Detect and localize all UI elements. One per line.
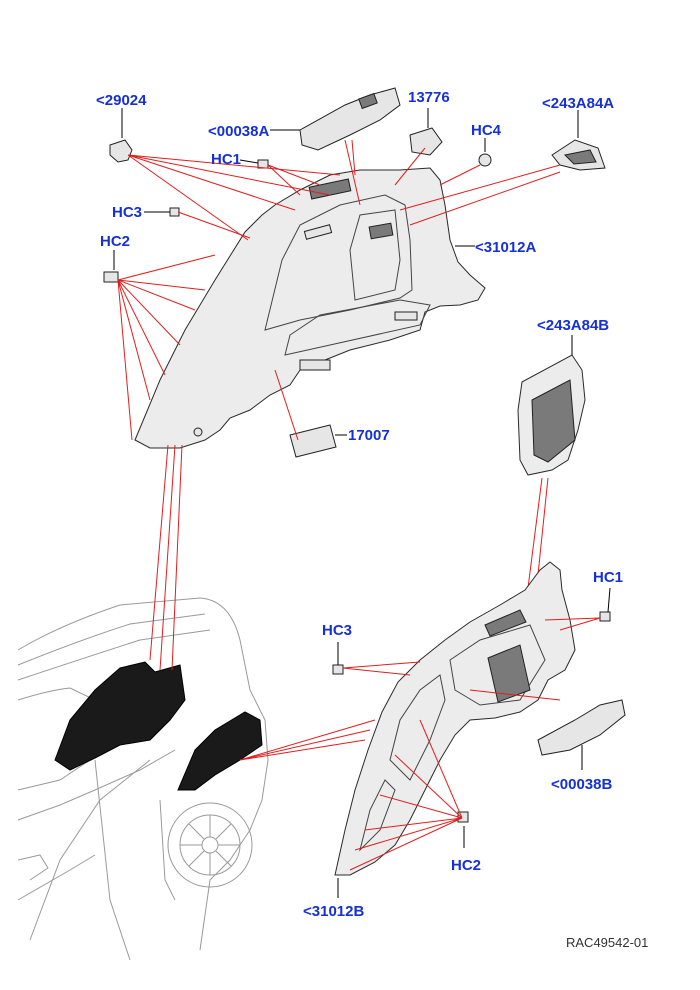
callout-31012A: <31012A	[475, 239, 537, 256]
callout-29024: <29024	[96, 92, 147, 109]
callout-243A84B: <243A84B	[537, 317, 610, 334]
callout-hc3-bottom: HC3	[322, 622, 353, 639]
callout-17007: 17007	[348, 427, 390, 444]
part-hc3-clip-bottom	[332, 664, 344, 675]
part-243A84B-grille	[517, 335, 586, 476]
callout-ticks-upper	[113, 108, 579, 436]
vehicle-outline	[17, 597, 269, 961]
callout-hc1-top: HC1	[211, 151, 242, 168]
part-29024-bracket	[109, 139, 133, 163]
callout-hc4: HC4	[471, 122, 502, 139]
callout-hc2-bottom: HC2	[451, 857, 482, 874]
callout-00038B: <00038B	[551, 776, 613, 793]
part-00038B-cover	[537, 699, 626, 756]
vehicle-trim-highlight-left	[54, 661, 186, 771]
part-hc2-clip-top	[103, 271, 119, 283]
callout-00038A: <00038A	[208, 123, 270, 140]
part-hc1-clip-bottom	[599, 611, 611, 622]
callout-hc3-top: HC3	[112, 204, 143, 221]
part-13776-vent	[409, 127, 443, 156]
leader-lines-lower	[239, 587, 611, 898]
part-hc1-clip-top	[257, 159, 269, 169]
callout-243A84A: <243A84A	[542, 95, 615, 112]
right-quarter-trim-panel	[334, 561, 576, 876]
diagram-reference-code: RAC49542-01	[566, 935, 649, 950]
part-00038A-cover	[299, 87, 401, 151]
vehicle-trim-highlight-right	[177, 711, 263, 791]
callout-31012B: <31012B	[303, 903, 365, 920]
part-243A84A-grille	[551, 139, 606, 171]
callout-hc2-top: HC2	[100, 233, 131, 250]
part-17007-lamp	[289, 424, 337, 458]
callout-13776: 13776	[408, 89, 450, 106]
part-hc3-clip-top	[169, 207, 180, 217]
leader-lines-upper	[117, 139, 561, 671]
part-hc4-clip	[478, 153, 492, 167]
left-quarter-trim-panel	[134, 167, 486, 449]
callout-hc1-bottom: HC1	[593, 569, 624, 586]
